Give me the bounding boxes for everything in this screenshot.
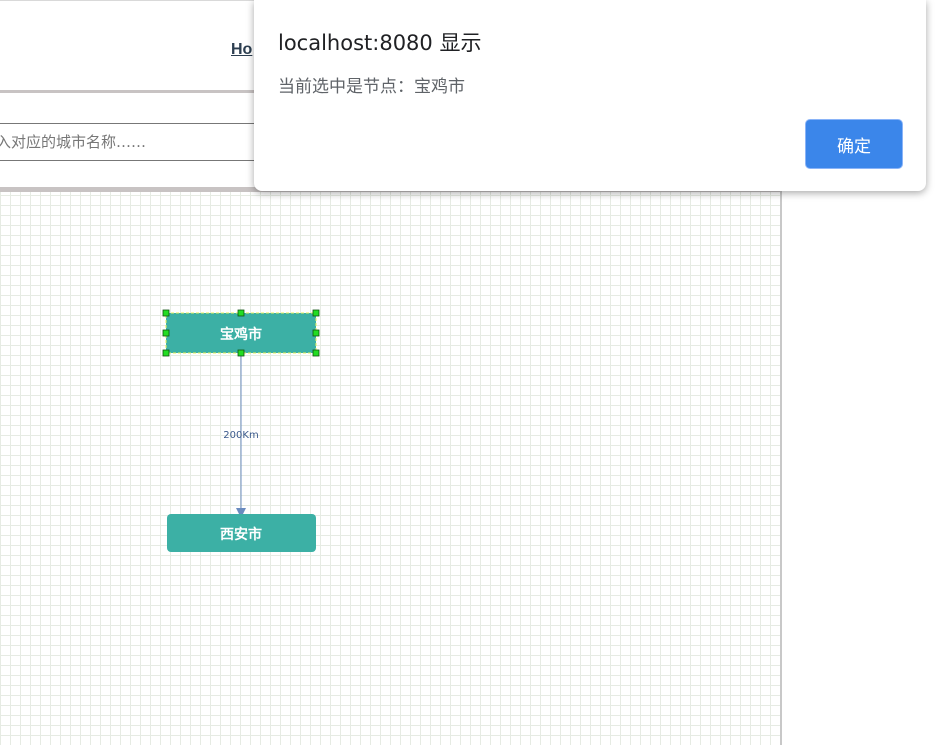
graph-svg: 200Km 宝鸡市 西安市 xyxy=(162,309,320,552)
resize-handle-s[interactable] xyxy=(237,349,245,357)
resize-handle-sw[interactable] xyxy=(162,349,170,357)
graph-node-xian[interactable]: 西安市 xyxy=(167,514,316,552)
canvas-border xyxy=(780,187,782,745)
node-box[interactable] xyxy=(167,514,316,552)
edge-label: 200Km xyxy=(223,430,258,441)
ok-button[interactable]: 确定 xyxy=(806,120,902,168)
node-label: 宝鸡市 xyxy=(220,326,262,343)
resize-handle-w[interactable] xyxy=(162,329,170,337)
resize-handle-se[interactable] xyxy=(312,349,320,357)
nav-link-home[interactable]: Ho xyxy=(231,41,253,58)
resize-handle-ne[interactable] xyxy=(312,309,320,317)
node-box[interactable] xyxy=(166,313,316,353)
alert-dialog: localhost:8080 显示 当前选中是节点：宝鸡市 确定 xyxy=(254,0,926,191)
resize-handle-nw[interactable] xyxy=(162,309,170,317)
dialog-title: localhost:8080 显示 xyxy=(278,31,482,55)
graph-node-baoji[interactable]: 宝鸡市 xyxy=(162,309,320,357)
city-search-input[interactable] xyxy=(0,123,290,161)
graph-canvas[interactable] xyxy=(0,192,780,745)
resize-handle-e[interactable] xyxy=(312,329,320,337)
dialog-message: 当前选中是节点：宝鸡市 xyxy=(278,77,465,97)
selection-handles[interactable] xyxy=(162,309,320,357)
resize-handle-n[interactable] xyxy=(237,309,245,317)
node-label: 西安市 xyxy=(220,526,262,543)
